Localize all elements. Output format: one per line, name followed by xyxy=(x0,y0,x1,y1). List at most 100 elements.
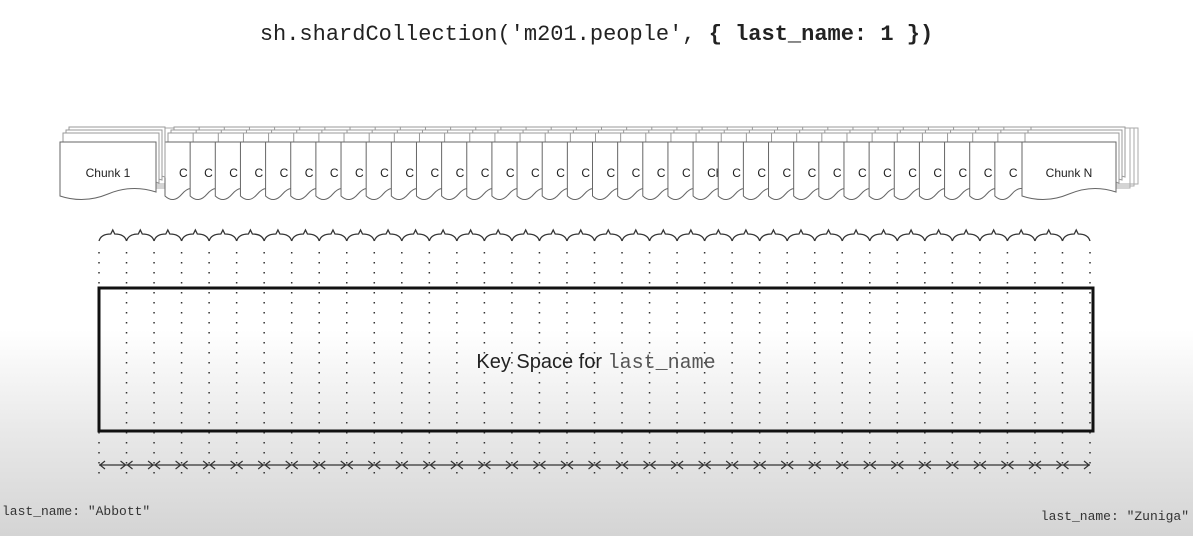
range-arrow-left xyxy=(842,460,849,470)
range-arrow-left xyxy=(484,460,491,470)
chunk-card-label: C xyxy=(506,166,515,180)
chunk-brace xyxy=(456,228,486,242)
chunk-brace xyxy=(318,228,348,242)
range-arrow-left xyxy=(236,460,244,470)
command-close-brace: }) xyxy=(893,22,934,47)
range-arrow-left xyxy=(429,460,436,470)
command-open-brace: { xyxy=(708,22,736,47)
chunk-brace xyxy=(1006,228,1036,242)
range-arrow-right xyxy=(670,460,678,470)
range-arrow-right xyxy=(422,460,430,470)
chunk-card-label: C xyxy=(481,166,490,180)
chunk-brace xyxy=(593,228,623,242)
range-arrow-right xyxy=(147,460,155,470)
range-arrow-left xyxy=(567,460,574,470)
chunk-card-last: Chunk N xyxy=(1021,126,1126,200)
range-arrow-left xyxy=(924,460,932,470)
chunk-brace xyxy=(621,228,651,242)
chunk-card-label: C xyxy=(883,166,892,180)
chunk-brace xyxy=(125,228,155,242)
range-arrow-right xyxy=(478,460,485,470)
chunk-card-label: C xyxy=(657,166,666,180)
min-key-label: last_name: "Abbott" xyxy=(2,504,151,519)
chunk-card-first: Chunk 1 xyxy=(59,126,166,200)
chunk-card-face xyxy=(1021,141,1117,200)
range-arrow-right xyxy=(175,460,182,470)
range-arrow-left xyxy=(154,460,161,470)
chunk-card-label: C xyxy=(933,166,942,180)
chunk-card-label: C xyxy=(280,166,289,180)
chunk-card-label: C xyxy=(959,166,968,180)
range-arrow-right xyxy=(450,460,457,470)
range-arrow-left xyxy=(869,460,877,470)
chunk-brace xyxy=(180,228,210,242)
chunk-card-label: C xyxy=(783,166,792,180)
chunk-brace xyxy=(979,228,1009,242)
range-arrow-left xyxy=(209,460,216,470)
chunk-brace xyxy=(924,228,953,242)
chunk-card-label: C xyxy=(204,166,213,180)
chunk-card-label: C xyxy=(305,166,314,180)
chunk-card-label: C xyxy=(732,166,741,180)
range-arrow-left xyxy=(401,460,409,470)
range-arrow-right xyxy=(202,460,210,470)
range-arrow-right xyxy=(340,460,347,470)
range-arrow-right xyxy=(698,460,705,470)
range-arrow-right xyxy=(890,460,898,470)
chunk-brace xyxy=(483,228,513,242)
command-prefix: sh.shardCollection('m201.people', xyxy=(259,22,709,47)
range-arrow-left xyxy=(511,460,519,470)
range-arrow-right xyxy=(1056,460,1063,470)
chunk-card-face xyxy=(59,141,157,200)
range-arrow-left xyxy=(732,460,739,470)
chunk-card-label: C xyxy=(330,166,339,180)
chunk-brace xyxy=(814,228,843,242)
range-arrows xyxy=(99,460,1090,470)
range-arrow-right xyxy=(533,460,540,470)
chunk-card-label: C xyxy=(254,166,263,180)
chunk-card-label: Chunk 1 xyxy=(86,166,131,180)
range-arrow-right xyxy=(753,460,760,470)
range-arrow-right xyxy=(945,460,953,470)
range-arrow-right xyxy=(725,460,733,470)
range-arrow-right xyxy=(505,460,512,470)
chunk-brace xyxy=(703,228,733,242)
chunk-brace xyxy=(759,228,788,242)
chunk-brace xyxy=(841,228,871,242)
chunk-card-label: C xyxy=(531,166,540,180)
range-arrow-right xyxy=(643,460,650,470)
chunk-brace xyxy=(786,228,816,242)
chunk-brace xyxy=(1061,228,1091,242)
range-arrow-right xyxy=(973,460,980,470)
range-arrow-left xyxy=(539,460,546,470)
range-arrow-left xyxy=(979,460,987,470)
chunk-card-label: C xyxy=(380,166,389,180)
chunk-card-label: C xyxy=(908,166,917,180)
chunk-card-label: C xyxy=(757,166,766,180)
chunk-brace xyxy=(538,228,568,242)
chunk-braces xyxy=(98,228,1091,242)
chunk-brace xyxy=(731,228,761,242)
range-arrow-left xyxy=(374,460,381,470)
range-arrow-left xyxy=(99,460,106,470)
chunk-brace xyxy=(676,228,706,242)
range-arrow-left xyxy=(677,460,684,470)
range-arrow-right xyxy=(1083,460,1090,470)
range-arrow-left xyxy=(264,460,271,470)
chunk-card-label: C xyxy=(984,166,993,180)
range-arrow-left xyxy=(622,460,629,470)
range-arrow-left xyxy=(291,460,299,470)
chunk-card-label: C xyxy=(179,166,188,180)
chunk-card-label: C xyxy=(808,166,817,180)
chunk-brace xyxy=(236,228,265,242)
chunk-brace xyxy=(896,228,926,242)
range-arrow-right xyxy=(918,460,925,470)
range-arrow-right xyxy=(367,460,375,470)
range-arrow-right xyxy=(312,460,320,470)
chunk-card-label: C xyxy=(607,166,616,180)
chunk-brace xyxy=(511,228,541,242)
range-arrow-left xyxy=(319,460,326,470)
range-arrow-left xyxy=(704,460,711,470)
range-arrow-right xyxy=(808,460,815,470)
